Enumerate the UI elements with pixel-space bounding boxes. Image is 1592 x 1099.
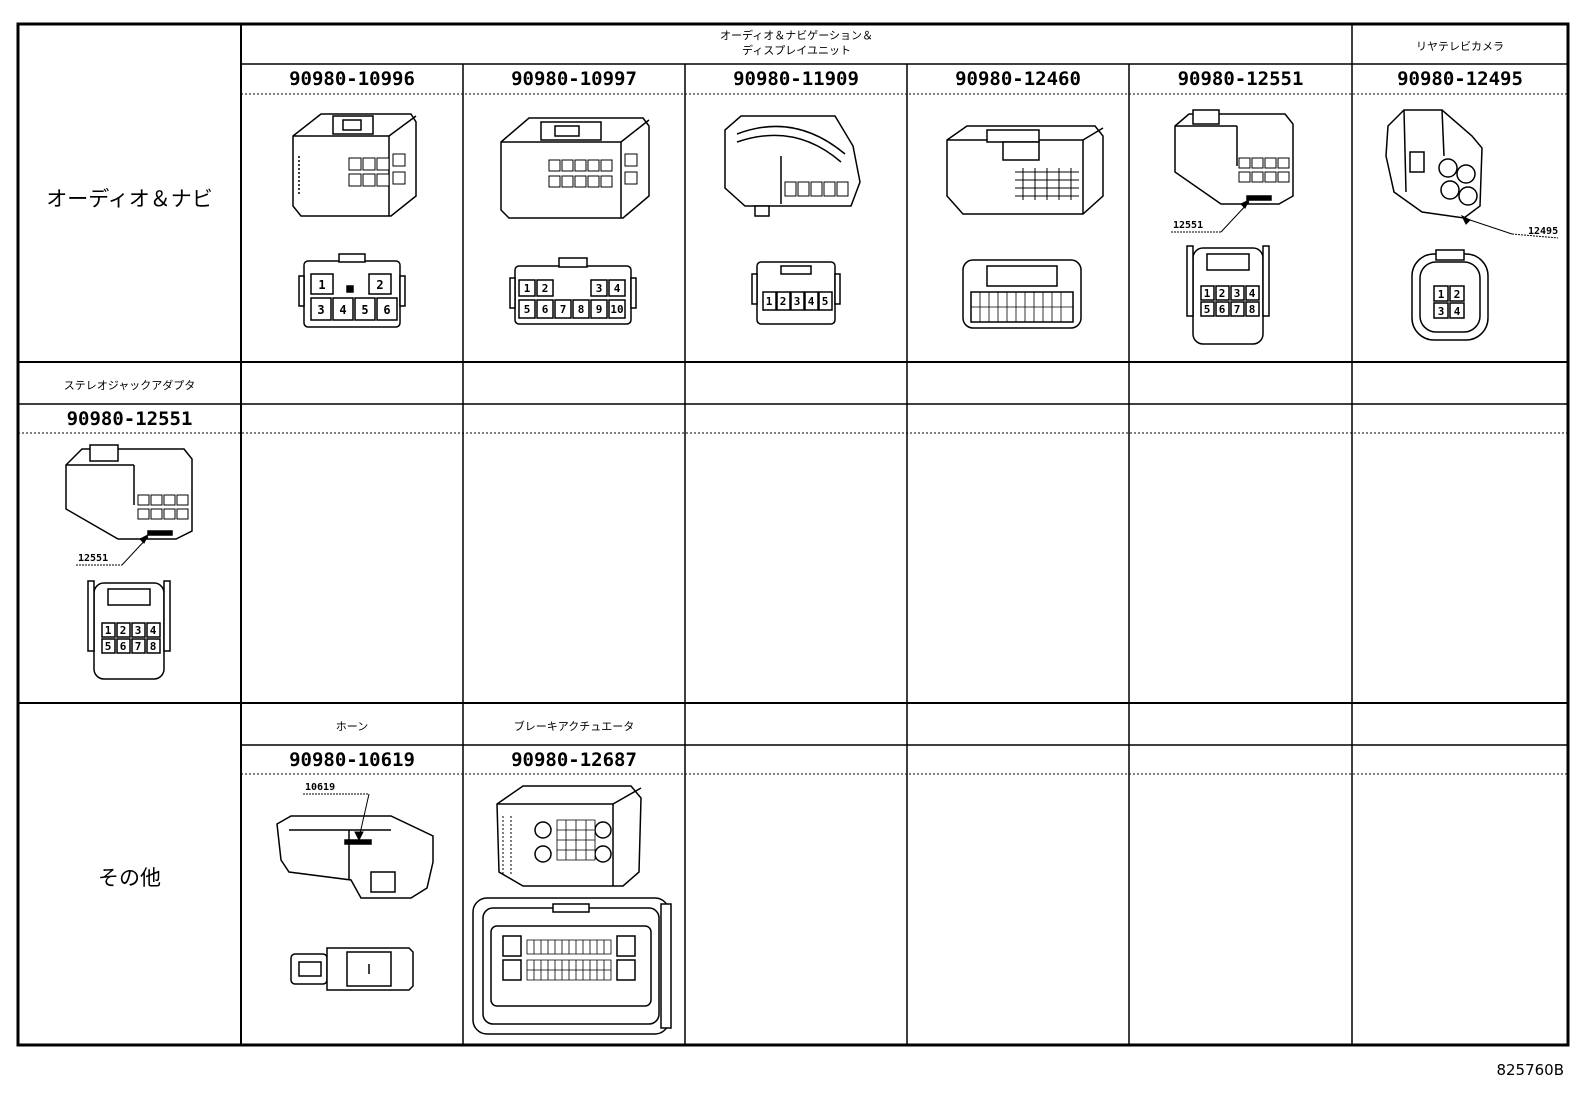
pin-label: 5 [361, 303, 368, 317]
part-number-4: 90980-12460 [955, 68, 1081, 90]
pin-label: 3 [135, 624, 142, 637]
pin-label: 3 [317, 303, 324, 317]
pin-label: 1 [318, 278, 325, 292]
pin-label: 4 [614, 282, 621, 295]
part-number-3: 90980-11909 [733, 68, 859, 90]
connector-10997-drawing: 1 2 3 4 5 6 7 8 9 10 [463, 96, 685, 361]
pin-label: 1 [766, 295, 773, 308]
stereo-jack-part-number: 90980-12551 [66, 408, 193, 430]
pin-label: 3 [1438, 305, 1445, 318]
callout-12495: 12495 [1528, 226, 1558, 237]
pin-label: 1 [1204, 287, 1211, 300]
part-number-5: 90980-12551 [1177, 68, 1304, 90]
pin-label: 10 [610, 303, 623, 316]
pin-label: 2 [542, 282, 549, 295]
group-horn: ホーン [335, 720, 369, 733]
group-audio-display-line2: ディスプレイユニット [741, 44, 851, 57]
pin-label: 6 [383, 303, 390, 317]
row-header-stereo-jack: ステレオジャックアダプタ [63, 379, 196, 392]
pin-label: 8 [1249, 303, 1256, 316]
pin-label: 3 [596, 282, 603, 295]
pin-label: 4 [808, 295, 815, 308]
row-header-audio-nav: オーディオ＆ナビ [46, 187, 213, 211]
row-header-other: その他 [98, 866, 161, 890]
pin-label: 5 [524, 303, 531, 316]
pin-label: 5 [105, 640, 112, 653]
pin-label: 5 [822, 295, 829, 308]
pin-label: 4 [150, 624, 157, 637]
pin-label: 8 [578, 303, 585, 316]
pin-label: 6 [1219, 303, 1226, 316]
pin-label: 1 [524, 282, 531, 295]
pin-label: 4 [339, 303, 346, 317]
horn-connector-drawing: 10619 [241, 782, 463, 1046]
pin-label: 4 [1454, 305, 1461, 318]
connector-11909-drawing: 1 2 3 4 5 [685, 96, 907, 361]
pin-label: 2 [1454, 288, 1461, 301]
pin-label: 7 [135, 640, 142, 653]
pin-label: 7 [1234, 303, 1241, 316]
pin-label: 1 [1438, 288, 1445, 301]
part-number-6: 90980-12495 [1397, 68, 1523, 90]
pin-label: 7 [560, 303, 567, 316]
callout-10619: 10619 [305, 782, 335, 793]
pin-label: 6 [120, 640, 127, 653]
connector-12460-drawing [907, 96, 1129, 361]
pin-label: 2 [120, 624, 127, 637]
connector-10996-drawing: 1 2 3 4 5 6 [241, 96, 463, 361]
pin-label: 8 [150, 640, 157, 653]
stereo-jack-connector-drawing: 12551 1 2 3 4 5 6 7 8 [18, 435, 241, 703]
callout-12551-adapter: 12551 [78, 553, 108, 564]
pin-label: 3 [1234, 287, 1241, 300]
pin-label: 2 [376, 278, 383, 292]
connector-12551-drawing: 12551 1 2 3 4 5 6 7 8 [1129, 96, 1352, 361]
group-brake-actuator: ブレーキアクチュエータ [513, 720, 635, 733]
pin-label: 1 [105, 624, 112, 637]
part-number-2: 90980-10997 [511, 68, 637, 90]
part-number-1: 90980-10996 [289, 68, 415, 90]
pin-label: 2 [1219, 287, 1226, 300]
group-audio-display-line1: オーディオ＆ナビゲーション＆ [719, 29, 873, 42]
connector-12495-drawing: 12495 1 2 3 4 [1352, 96, 1558, 361]
part-number-horn: 90980-10619 [289, 749, 415, 771]
pin-label: 9 [596, 303, 603, 316]
pin-label: 5 [1204, 303, 1211, 316]
part-number-brake: 90980-12687 [511, 749, 637, 771]
group-rear-camera: リヤテレビカメラ [1416, 40, 1504, 53]
pin-label: 2 [780, 295, 787, 308]
callout-12551: 12551 [1173, 220, 1203, 231]
pin-label: 4 [1249, 287, 1256, 300]
figure-code: 825760B [1496, 1061, 1564, 1079]
pin-label: 3 [794, 295, 801, 308]
pin-label: 6 [542, 303, 549, 316]
brake-actuator-connector-drawing [463, 776, 685, 1046]
group-audio-display: オーディオ＆ナビゲーション＆ ディスプレイユニット [241, 28, 1352, 58]
